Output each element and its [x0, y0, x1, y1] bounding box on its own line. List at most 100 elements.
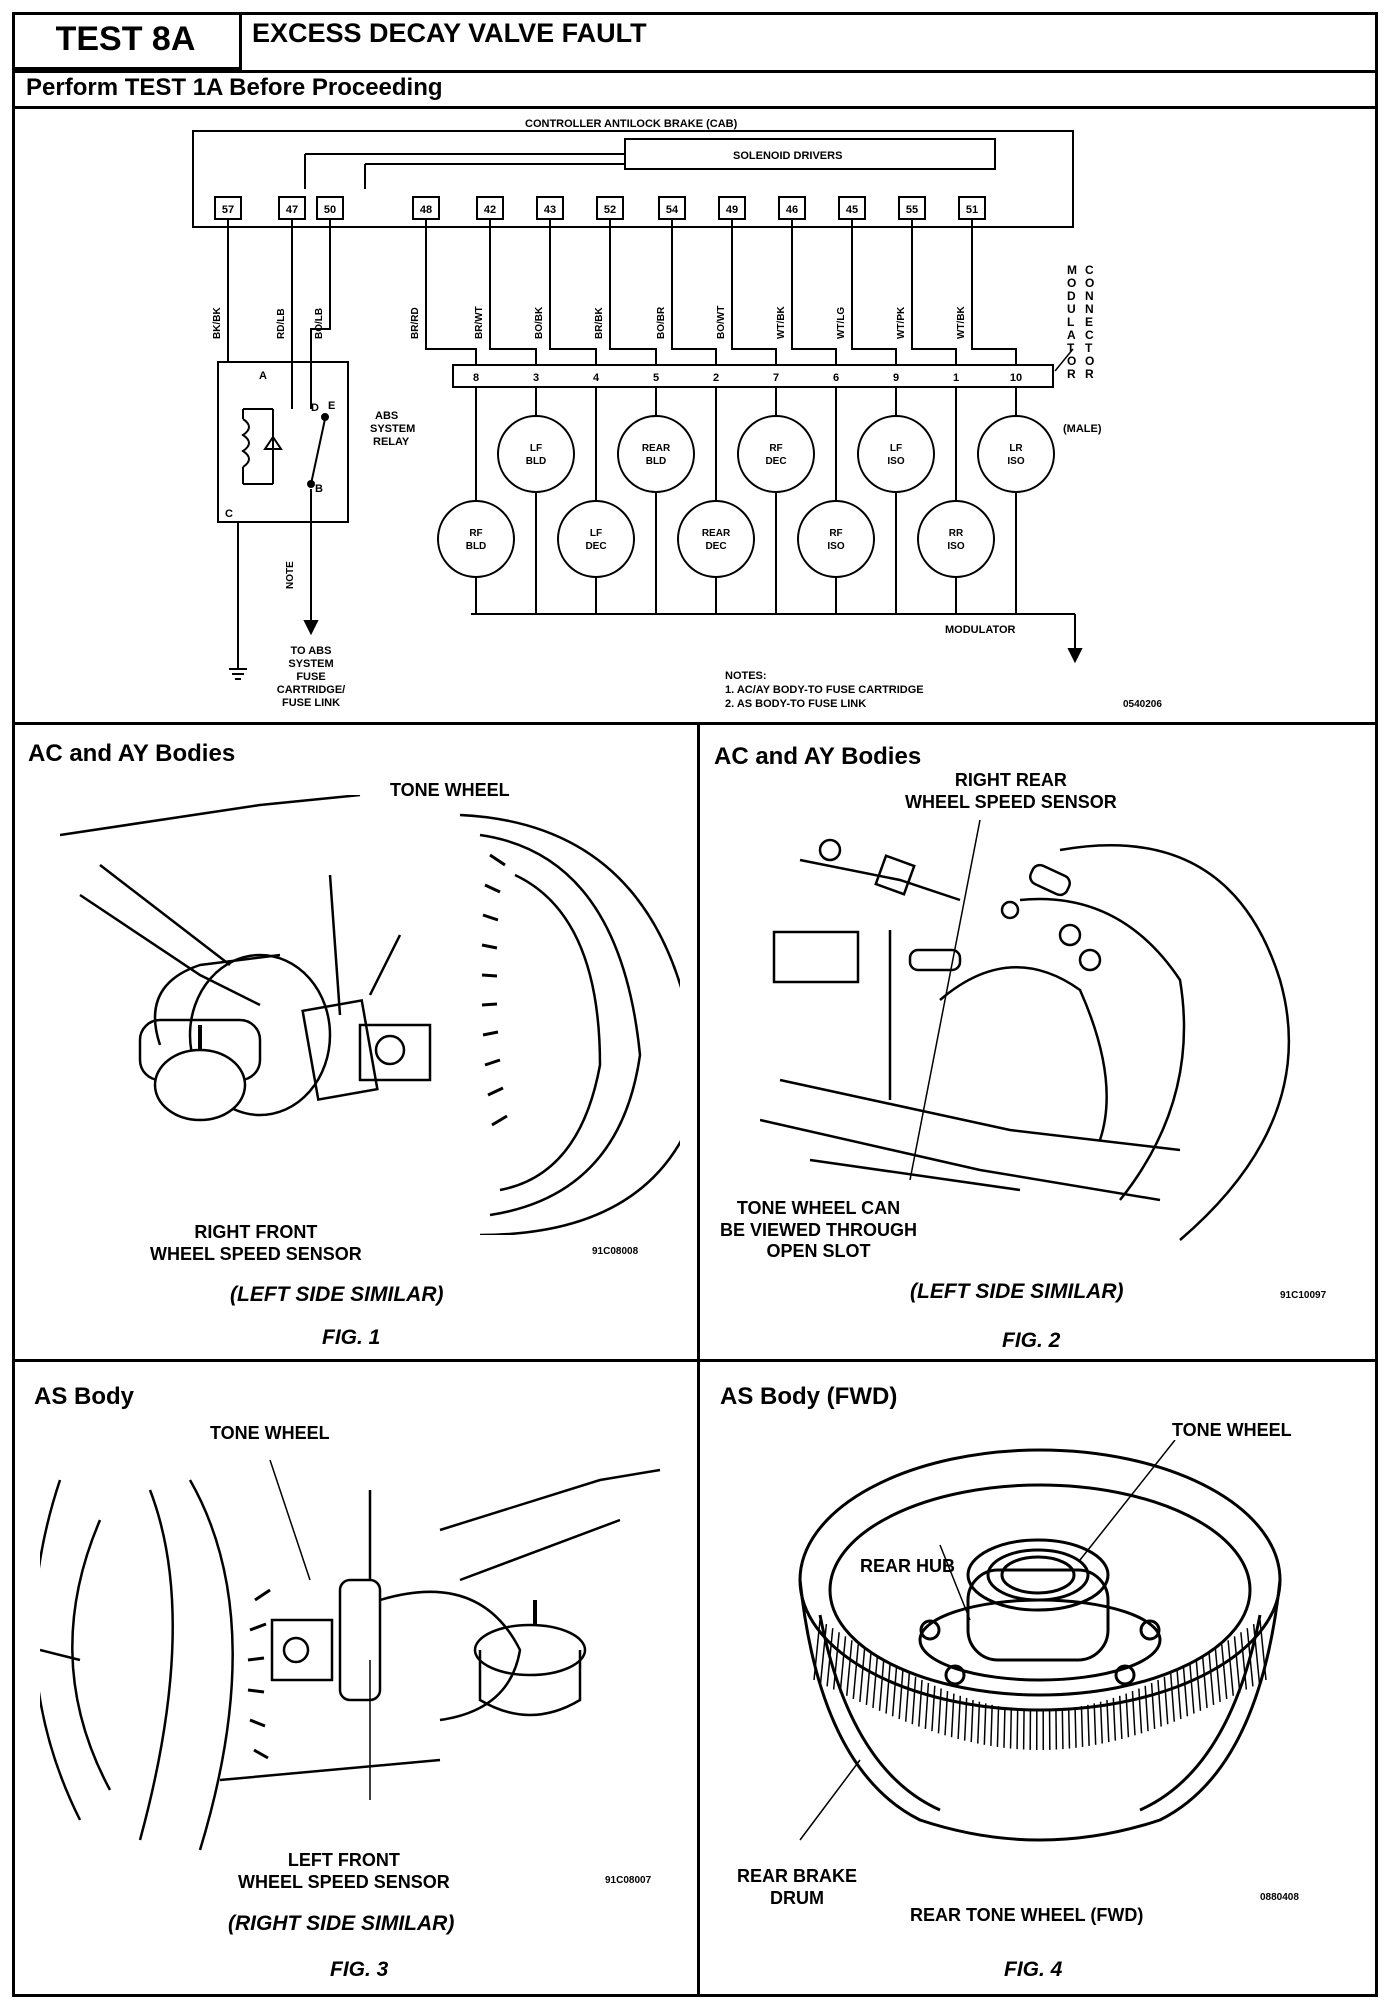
valves: LFBLDREARBLDRFDECLFISOLRISORFBLDLFDECREA…	[437, 387, 1055, 614]
fig2-sensor-label: RIGHT REAR WHEEL SPEED SENSOR	[905, 770, 1117, 812]
connector-pin: 1	[953, 372, 959, 384]
fig2-code: 91C10097	[1280, 1290, 1327, 1301]
wire-color: BO/BR	[656, 306, 667, 339]
valve-label: RR	[949, 528, 964, 539]
note-2: 2. AS BODY-TO FUSE LINK	[725, 698, 866, 710]
fig3-title: AS Body	[34, 1383, 135, 1410]
valve-top	[617, 415, 695, 493]
valve-bottom	[437, 500, 515, 578]
fig4-tone-wheel-label: TONE WHEEL	[1172, 1420, 1292, 1440]
connector-pin: 6	[833, 372, 839, 384]
test-title: EXCESS DECAY VALVE FAULT	[252, 18, 647, 48]
wire-color: BO/BK	[534, 306, 545, 339]
pin-number: 51	[966, 204, 978, 216]
wire-color: BR/WT	[474, 306, 485, 339]
connector-pin: 9	[893, 372, 899, 384]
notes-title: NOTES:	[725, 670, 767, 682]
connector-pin: 8	[473, 372, 479, 384]
page-frame	[12, 12, 1378, 1997]
relay-letter-e: E	[328, 400, 335, 412]
pin-number: 43	[544, 204, 556, 216]
fig2-tone-wheel-label: TONE WHEEL CAN BE VIEWED THROUGH OPEN SL…	[720, 1198, 918, 1262]
pin-number: 47	[286, 204, 298, 216]
valve-bottom	[677, 500, 755, 578]
header-divider	[12, 70, 1378, 73]
wire	[731, 219, 777, 365]
connector-pin: 3	[533, 372, 539, 384]
pin-number: 54	[666, 204, 679, 216]
wire	[489, 219, 537, 365]
valve-label: BLD	[526, 456, 547, 467]
valve-label: LF	[530, 443, 542, 454]
fig3-sensor-label: LEFT FRONT WHEEL SPEED SENSOR	[238, 1850, 450, 1892]
solenoid-label: SOLENOID DRIVERS	[733, 150, 842, 162]
wire-color: WT/BK	[776, 305, 787, 339]
fig3-caption: (RIGHT SIDE SIMILAR)	[228, 1912, 455, 1935]
valve-label: RF	[829, 528, 842, 539]
connector-pin: 10	[1010, 372, 1022, 384]
wire	[310, 219, 331, 394]
valve-label: ISO	[1007, 456, 1024, 467]
valve-label: ISO	[887, 456, 904, 467]
fig4-code: 0880408	[1260, 1892, 1299, 1903]
pin-number: 49	[726, 204, 738, 216]
wire-color: BK/BK	[212, 307, 223, 339]
panel-divider-middle	[12, 1359, 1378, 1362]
fig1-number: FIG. 1	[322, 1326, 381, 1349]
panel-divider-vertical	[697, 722, 700, 1997]
valve-label: BLD	[466, 541, 487, 552]
wire-color: BR/RD	[410, 307, 421, 339]
wire-color: WT/PK	[896, 306, 907, 339]
note-label: NOTE	[285, 561, 296, 589]
wire	[851, 219, 897, 365]
wire	[671, 219, 717, 365]
wiring-schematic: CONTROLLER ANTILOCK BRAKE (CAB) SOLENOID…	[192, 118, 1162, 710]
valve-top	[497, 415, 575, 493]
valve-label: LF	[890, 443, 902, 454]
valve-label: LR	[1009, 443, 1023, 454]
connector-pin: 4	[593, 372, 600, 384]
fig4-title: AS Body (FWD)	[720, 1383, 898, 1410]
connector-suffix: (MALE)	[1063, 423, 1102, 435]
valve-bottom	[557, 500, 635, 578]
fig3-code: 91C08007	[605, 1875, 652, 1886]
valve-top	[737, 415, 815, 493]
wire	[791, 219, 837, 365]
valve-top	[857, 415, 935, 493]
fig1-title: AC and AY Bodies	[28, 740, 236, 767]
panel-divider-top	[12, 722, 1378, 725]
valve-label: REAR	[642, 443, 671, 454]
relay-letter-d: D	[311, 402, 319, 414]
wire-color: WT/LG	[836, 307, 847, 339]
fig1-illustration	[60, 795, 680, 1235]
connector-pin: 5	[653, 372, 659, 384]
valve-label: ISO	[827, 541, 844, 552]
connector-pin: 2	[713, 372, 719, 384]
fig4-hub-label: REAR HUB	[860, 1556, 956, 1576]
fig4-rear-label: REAR TONE WHEEL (FWD)	[910, 1905, 1144, 1925]
pin-number: 46	[786, 204, 798, 216]
test-label: TEST 8A	[12, 12, 242, 70]
fig3-tone-wheel-label: TONE WHEEL	[210, 1423, 330, 1443]
wire	[609, 219, 657, 365]
valve-label: RF	[769, 443, 782, 454]
wire-color: WT/BK	[956, 305, 967, 339]
wire	[549, 219, 597, 365]
relay-letter-c: C	[225, 508, 233, 520]
wire-color: RD/LB	[276, 308, 287, 339]
controller-label: CONTROLLER ANTILOCK BRAKE (CAB)	[525, 118, 738, 130]
valve-label: BLD	[646, 456, 667, 467]
valve-top	[977, 415, 1055, 493]
valve-bottom	[917, 500, 995, 578]
note-1: 1. AC/AY BODY-TO FUSE CARTRIDGE	[725, 684, 924, 696]
valve-label: DEC	[765, 456, 786, 467]
schematic-code: 0540206	[1123, 699, 1162, 710]
valve-bottom	[797, 500, 875, 578]
relay-letter-a: A	[259, 370, 267, 382]
